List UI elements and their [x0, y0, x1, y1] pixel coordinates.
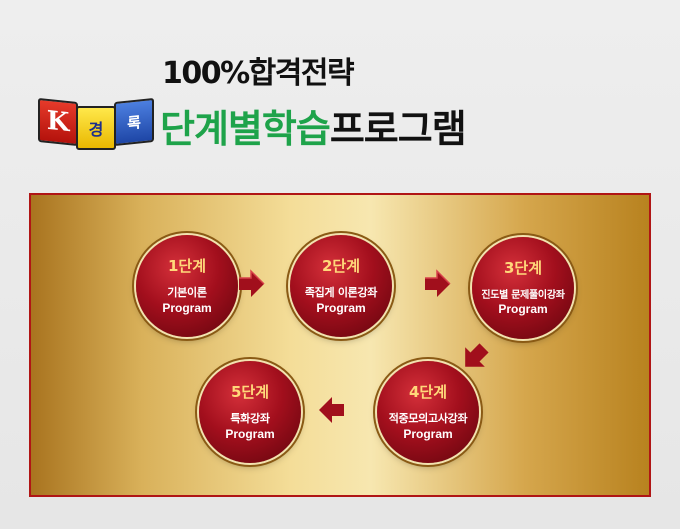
step-name: 적중모의고사강좌 — [388, 412, 468, 425]
arrow-left-icon — [317, 395, 347, 425]
logo-k-tile: K — [38, 97, 78, 147]
arrow-right-icon — [422, 269, 452, 299]
step-sub: Program — [498, 302, 548, 316]
step-label: 4단계 — [408, 383, 448, 401]
step-label: 3단계 — [503, 259, 543, 277]
step-name: 족집게 이론강좌 — [304, 286, 378, 299]
logo-rok-tile: 록 — [114, 97, 154, 147]
header: 100%합격전략 K 경 록 단계별학습프로그램 — [0, 0, 680, 180]
step-5-circle[interactable]: 5단계 특화강좌 Program — [199, 361, 301, 463]
logo: K 경 록 — [38, 96, 154, 150]
step-4-circle[interactable]: 4단계 적중모의고사강좌 Program — [377, 361, 479, 463]
step-name: 기본이론 — [167, 286, 207, 299]
step-sub: Program — [316, 301, 366, 315]
step-name: 특화강좌 — [230, 412, 270, 425]
step-label: 5단계 — [230, 383, 270, 401]
step-2-circle[interactable]: 2단계 족집게 이론강좌 Program — [290, 235, 392, 337]
logo-gyeong-tile: 경 — [76, 106, 116, 150]
page-title-highlight: 단계별학습 — [160, 107, 331, 151]
step-3-circle[interactable]: 3단계 진도별 문제풀이강좌 Program — [472, 237, 574, 339]
logo-letter-k: K — [46, 105, 70, 139]
step-sub: Program — [225, 427, 275, 441]
page-title: 단계별학습프로그램 — [160, 98, 467, 153]
step-name: 진도별 문제풀이강좌 — [481, 290, 565, 301]
page-title-rest: 프로그램 — [329, 107, 467, 151]
arrow-right-icon — [236, 269, 266, 299]
subtitle: 100%합격전략 — [162, 56, 355, 91]
program-panel: 1단계 기본이론 Program 2단계 족집게 이론강좌 Program 3단… — [29, 193, 651, 497]
step-label: 1단계 — [167, 257, 207, 275]
step-sub: Program — [162, 301, 212, 315]
arrow-down-left-icon — [459, 341, 489, 371]
logo-letter-gyeong: 경 — [88, 120, 104, 139]
step-1-circle[interactable]: 1단계 기본이론 Program — [136, 235, 238, 337]
step-sub: Program — [403, 427, 453, 441]
logo-letter-rok: 록 — [127, 112, 141, 133]
step-label: 2단계 — [321, 257, 361, 275]
